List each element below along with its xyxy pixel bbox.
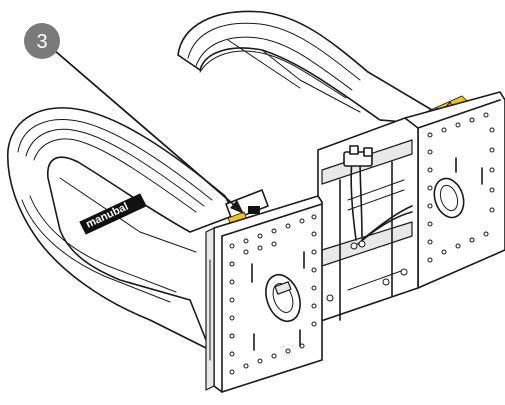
front-carriage-plate: [205, 195, 323, 393]
callout-badge: [24, 23, 60, 59]
callout-number: 3: [36, 31, 47, 53]
front-clamp-arm: [7, 107, 236, 351]
brand-label: manubal: [79, 193, 147, 235]
back-clamp-arm: [177, 10, 441, 126]
rear-carriage-plate: [404, 91, 505, 289]
hydraulic-hoses: [343, 145, 413, 250]
callout-3: 3: [24, 23, 244, 214]
